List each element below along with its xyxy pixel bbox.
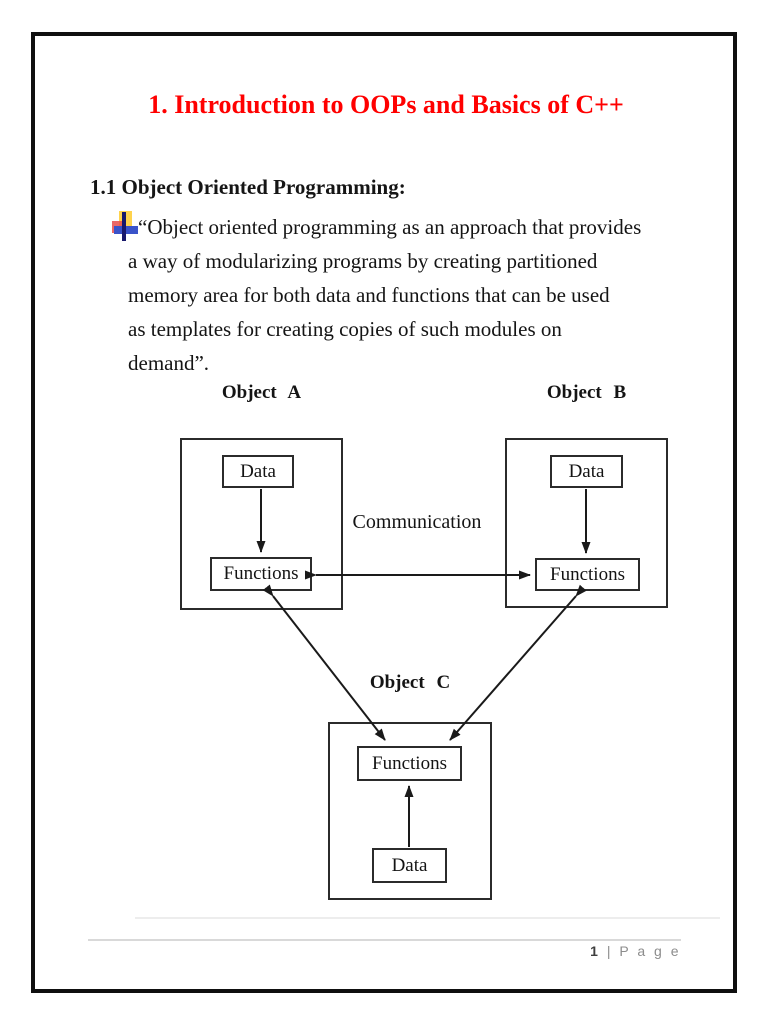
object-b-title: Object B: [546, 382, 627, 403]
object-a-box: [180, 438, 343, 610]
section-heading: 1.1 Object Oriented Programming:: [90, 175, 406, 199]
quote-line: “Object oriented programming as an appro…: [138, 215, 642, 239]
object-b-data-box: Data: [550, 455, 623, 488]
object-a-title: Object A: [221, 382, 302, 403]
footer-page-word: P a g e: [619, 943, 681, 959]
page-number: 1: [590, 943, 601, 959]
bullet-dark-stem: [122, 212, 126, 241]
communication-label: Communication: [352, 511, 482, 533]
definition-quote: “Object oriented programming as an appro…: [128, 210, 641, 380]
footer-separator: |: [600, 943, 620, 959]
document-title: 1. Introduction to OOPs and Basics of C+…: [148, 90, 624, 119]
object-a-data-box: Data: [222, 455, 294, 488]
page-border: [31, 32, 737, 993]
object-b-functions-box: Functions: [535, 558, 640, 591]
quote-line: demand”.: [128, 351, 210, 375]
footer-divider: [88, 939, 681, 941]
quote-line: a way of modularizing programs by creati…: [128, 249, 598, 273]
page-footer: 1 | P a g e: [381, 943, 681, 959]
quote-line: as templates for creating copies of such…: [128, 317, 562, 341]
quote-line: memory area for both data and functions …: [128, 283, 610, 307]
object-a-functions-box: Functions: [210, 557, 312, 591]
object-c-functions-box: Functions: [357, 746, 462, 781]
bullet-blue-bar: [114, 226, 138, 234]
object-c-data-box: Data: [372, 848, 447, 883]
figure-bottom-divider: [135, 917, 720, 919]
colored-plus-bullet-icon: [112, 210, 140, 242]
object-c-box: [328, 722, 492, 900]
object-c-title: Object C: [369, 672, 451, 693]
